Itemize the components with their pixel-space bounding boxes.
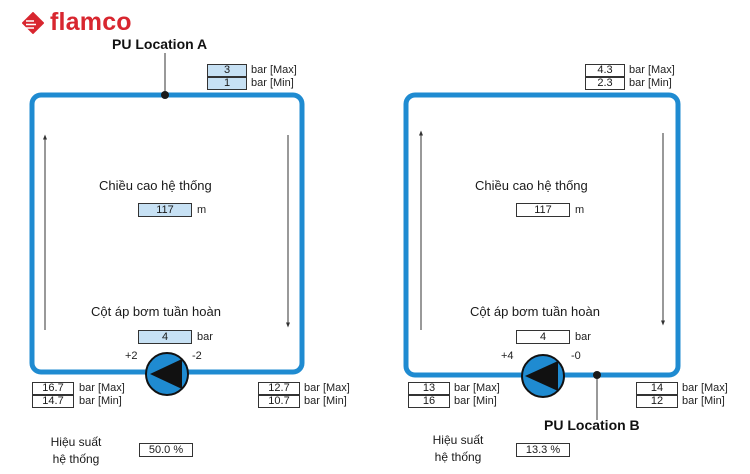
- left-top-max-unit: bar [Max]: [251, 64, 297, 76]
- left-bottom-left-min-unit: bar [Min]: [79, 395, 122, 407]
- right-top-min-field: 2.3: [585, 77, 625, 90]
- right-height-heading: Chiều cao hệ thống: [475, 178, 588, 193]
- left-top-min-field[interactable]: 1: [207, 77, 247, 90]
- right-sign-plus: +4: [501, 350, 514, 362]
- left-efficiency-label-line1: Hiệu suất: [50, 435, 102, 449]
- right-bottom-right-min-unit: bar [Min]: [682, 395, 725, 407]
- left-bottom-right-max: 12.7: [258, 382, 300, 395]
- left-top-max-field[interactable]: 3: [207, 64, 247, 77]
- left-efficiency-label-line2: hệ thống: [52, 452, 100, 466]
- right-top-min-unit: bar [Min]: [629, 77, 672, 89]
- left-pump-head-field[interactable]: 4: [138, 330, 192, 344]
- left-sign-minus: -2: [192, 350, 202, 362]
- left-bottom-right-min-unit: bar [Min]: [304, 395, 347, 407]
- right-bottom-left-min-unit: bar [Min]: [454, 395, 497, 407]
- left-pump-heading: Cột áp bơm tuần hoàn: [91, 304, 221, 319]
- right-pump-head-field: 4: [516, 330, 570, 344]
- right-location-dot: [593, 371, 601, 379]
- right-top-max-field: 4.3: [585, 64, 625, 77]
- right-efficiency-label-line2: hệ thống: [434, 450, 482, 464]
- left-height-heading: Chiều cao hệ thống: [99, 178, 212, 193]
- right-bottom-right-max-unit: bar [Max]: [682, 382, 728, 394]
- left-pump-icon: [145, 352, 189, 396]
- left-height-field[interactable]: 117: [138, 203, 192, 217]
- flamco-logo-icon: [22, 11, 44, 34]
- flamco-logo: flamco: [22, 8, 132, 37]
- right-pump-icon: [521, 354, 565, 398]
- right-pump-head-unit: bar: [575, 331, 591, 343]
- left-bottom-right-max-unit: bar [Max]: [304, 382, 350, 394]
- left-pump-head-unit: bar: [197, 331, 213, 343]
- left-efficiency-label: Hiệu suất hệ thống: [32, 434, 120, 468]
- left-bottom-left-max-unit: bar [Max]: [79, 382, 125, 394]
- right-bottom-left-max: 13: [408, 382, 450, 395]
- left-sign-plus: +2: [125, 350, 138, 362]
- right-bottom-right-min: 12: [636, 395, 678, 408]
- left-bottom-right-min: 10.7: [258, 395, 300, 408]
- left-efficiency-value: 50.0 %: [139, 443, 193, 457]
- right-bottom-right-max: 14: [636, 382, 678, 395]
- right-top-max-unit: bar [Max]: [629, 64, 675, 76]
- right-height-field: 117: [516, 203, 570, 217]
- right-efficiency-value: 13.3 %: [516, 443, 570, 457]
- right-bottom-left-max-unit: bar [Max]: [454, 382, 500, 394]
- right-efficiency-label-line1: Hiệu suất: [432, 433, 484, 447]
- right-bottom-left-min: 16: [408, 395, 450, 408]
- left-location-label: PU Location A: [112, 36, 208, 52]
- left-bottom-left-min: 14.7: [32, 395, 74, 408]
- left-location-dot: [161, 91, 169, 99]
- left-top-min-unit: bar [Min]: [251, 77, 294, 89]
- right-location-label: PU Location B: [544, 417, 640, 433]
- right-pump-heading: Cột áp bơm tuần hoàn: [470, 304, 600, 319]
- left-bottom-left-max: 16.7: [32, 382, 74, 395]
- left-height-unit: m: [197, 204, 207, 216]
- right-sign-minus: -0: [571, 350, 581, 362]
- brand-name: flamco: [50, 8, 132, 36]
- right-efficiency-label: Hiệu suất hệ thống: [414, 432, 502, 466]
- right-height-unit: m: [575, 204, 585, 216]
